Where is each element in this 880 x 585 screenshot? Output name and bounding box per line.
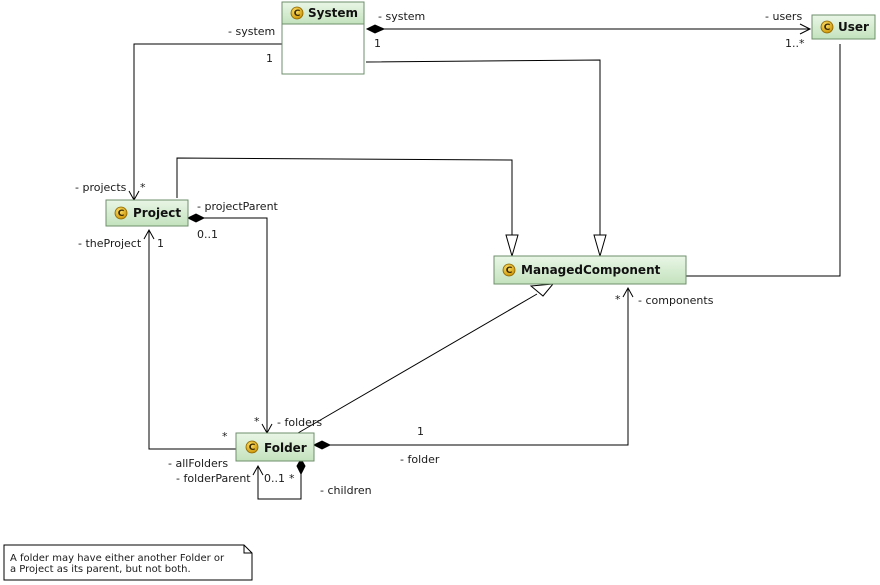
gen-folder-managedcomponent <box>297 293 538 434</box>
multiplicity-label: 1 <box>374 37 381 50</box>
gen-triangle-project <box>505 234 519 258</box>
class-user[interactable]: C User <box>811 14 876 40</box>
class-icon: C <box>820 20 834 34</box>
assoc-system-projects <box>133 43 282 200</box>
role-label: - folders <box>277 416 322 429</box>
role-label: - system <box>228 25 275 38</box>
svg-text:C: C <box>294 9 301 19</box>
note: A folder may have either another Folder … <box>3 544 253 581</box>
role-label: - components <box>638 294 714 307</box>
class-title-folder: Folder <box>264 441 307 455</box>
multiplicity-label: 1 <box>417 425 424 438</box>
class-title-user: User <box>838 20 869 34</box>
class-icon: C <box>290 6 304 20</box>
svg-text:C: C <box>249 443 256 453</box>
class-icon: C <box>245 440 259 454</box>
multiplicity-label: * <box>615 293 621 306</box>
class-project[interactable]: C Project <box>105 199 189 227</box>
class-folder[interactable]: C Folder <box>235 432 315 462</box>
composition-diamond-folder-components <box>312 440 332 450</box>
role-label: - users <box>765 10 802 23</box>
multiplicity-label: * <box>254 415 260 428</box>
multiplicity-label: 1 <box>157 237 164 250</box>
note-line-1: A folder may have either another Folder … <box>10 553 225 564</box>
arrowhead-theproject <box>143 228 155 240</box>
multiplicity-label: 0..1 <box>197 228 218 241</box>
gen-triangle-folder <box>529 283 555 297</box>
assoc-allfolders-theproject <box>148 230 236 450</box>
assoc-folder-components <box>330 288 629 446</box>
multiplicity-label: * <box>222 430 228 443</box>
class-icon: C <box>502 263 516 277</box>
role-label: - folderParent <box>176 472 251 485</box>
svg-text:C: C <box>118 209 125 219</box>
composition-diamond-project-folders <box>186 213 206 223</box>
class-managed-component[interactable]: C ManagedComponent <box>493 255 687 285</box>
composition-diamond-folder-children <box>296 457 306 476</box>
role-label: - theProject <box>78 237 142 250</box>
role-label: - allFolders <box>168 457 228 470</box>
arrowhead-users <box>799 23 812 35</box>
multiplicity-label: 0..1 <box>264 472 285 485</box>
gen-user-managedcomponent <box>686 44 841 277</box>
role-label: - system <box>378 10 425 23</box>
multiplicity-label: * <box>140 181 146 194</box>
composition-diamond-system-users <box>365 24 386 34</box>
svg-text:C: C <box>824 23 831 33</box>
association-labels: - system 1 - users 1..* - system 1 - pro… <box>75 10 805 497</box>
gen-triangle-system <box>593 234 607 258</box>
class-title-managed-component: ManagedComponent <box>521 263 661 277</box>
multiplicity-label: * <box>289 472 295 485</box>
role-label: - projectParent <box>197 200 279 213</box>
role-label: - folder <box>400 453 440 466</box>
class-icon: C <box>114 206 128 220</box>
multiplicity-label: 1..* <box>785 37 805 50</box>
note-line-2: a Project as its parent, but not both. <box>10 564 191 575</box>
role-label: - children <box>320 484 372 497</box>
class-title-system: System <box>308 6 358 20</box>
role-label: - projects <box>75 181 127 194</box>
svg-text:C: C <box>506 266 513 276</box>
class-system[interactable]: C System <box>281 1 365 75</box>
assoc-folder-self <box>257 466 302 500</box>
gen-system-managedcomponent <box>365 59 601 235</box>
arrowhead-components <box>622 286 634 298</box>
multiplicity-label: 1 <box>266 52 273 65</box>
arrowhead-folderparent <box>252 464 264 476</box>
assoc-projectparent-folders <box>204 217 268 433</box>
class-title-project: Project <box>133 206 181 220</box>
gen-project-managedcomponent <box>176 157 513 235</box>
